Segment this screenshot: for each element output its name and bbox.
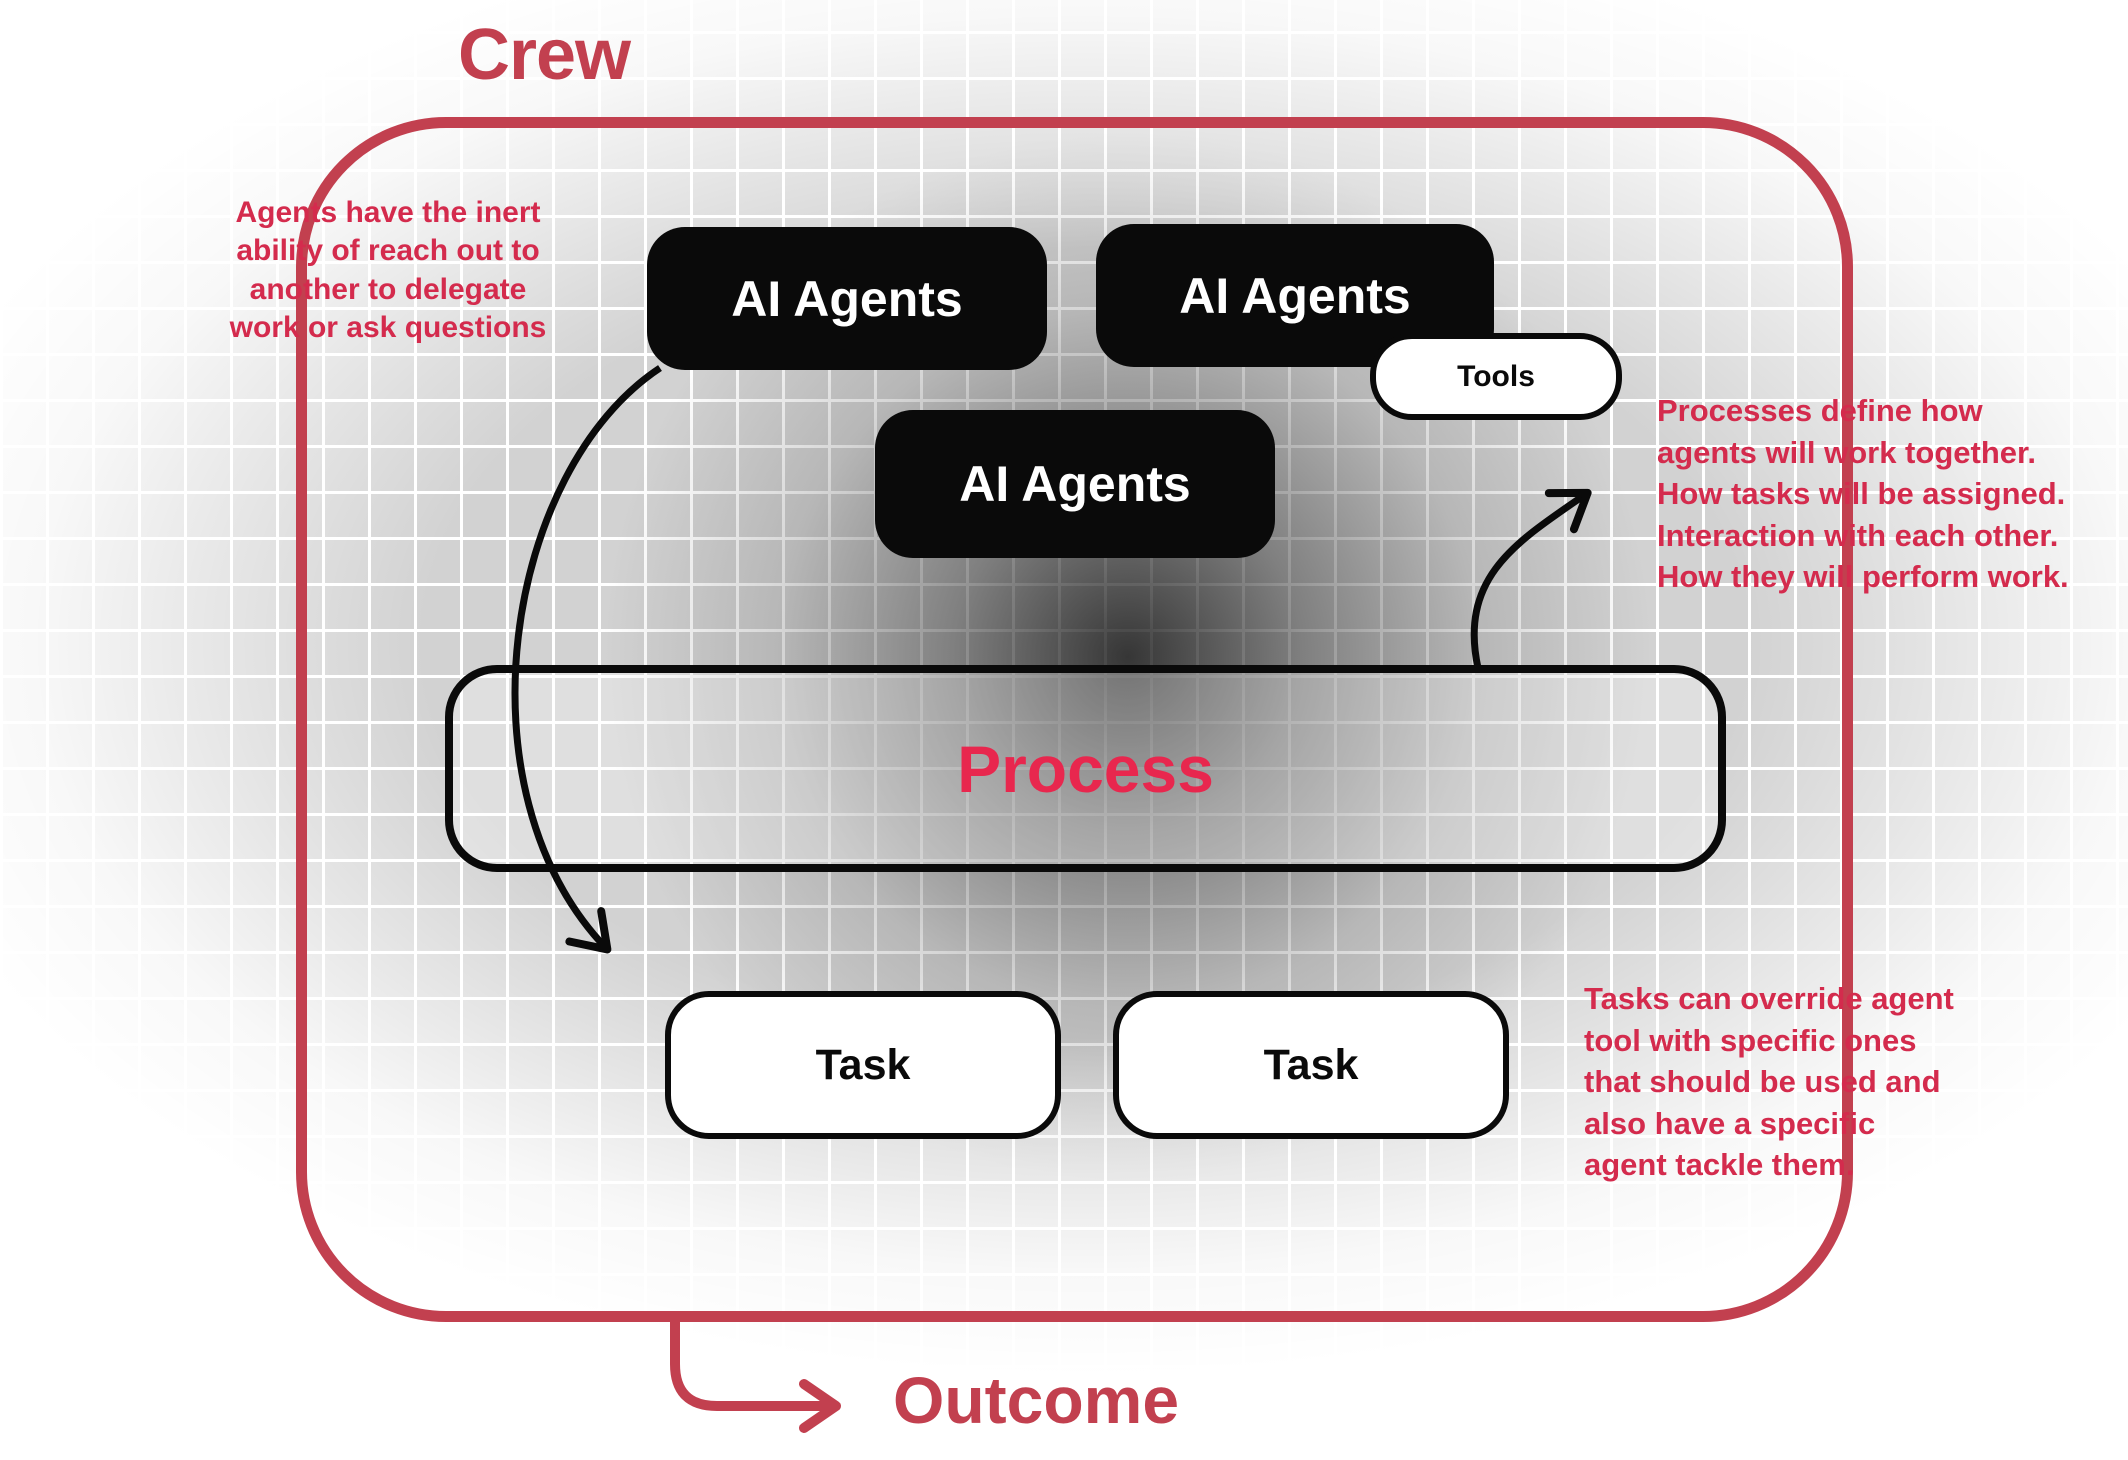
diagram-title: Crew [458,15,631,95]
ai-agents-node-1: AI Agents [647,227,1047,370]
tools-node: Tools [1370,333,1622,420]
task-node-2: Task [1113,991,1509,1139]
process-note: Processes define how agents will work to… [1657,393,2069,595]
ai-agents-node-3: AI Agents [875,410,1275,558]
delegation-note: Agents have the inert ability of reach o… [229,196,547,345]
crew-boundary [296,117,1853,1322]
outcome-connector-arrow [670,1316,841,1433]
task-node-1: Task [665,991,1061,1139]
outcome-label: Outcome [893,1363,1180,1437]
process-node: Process [445,665,1726,872]
task-note: Tasks can override agent tool with speci… [1584,981,1954,1183]
